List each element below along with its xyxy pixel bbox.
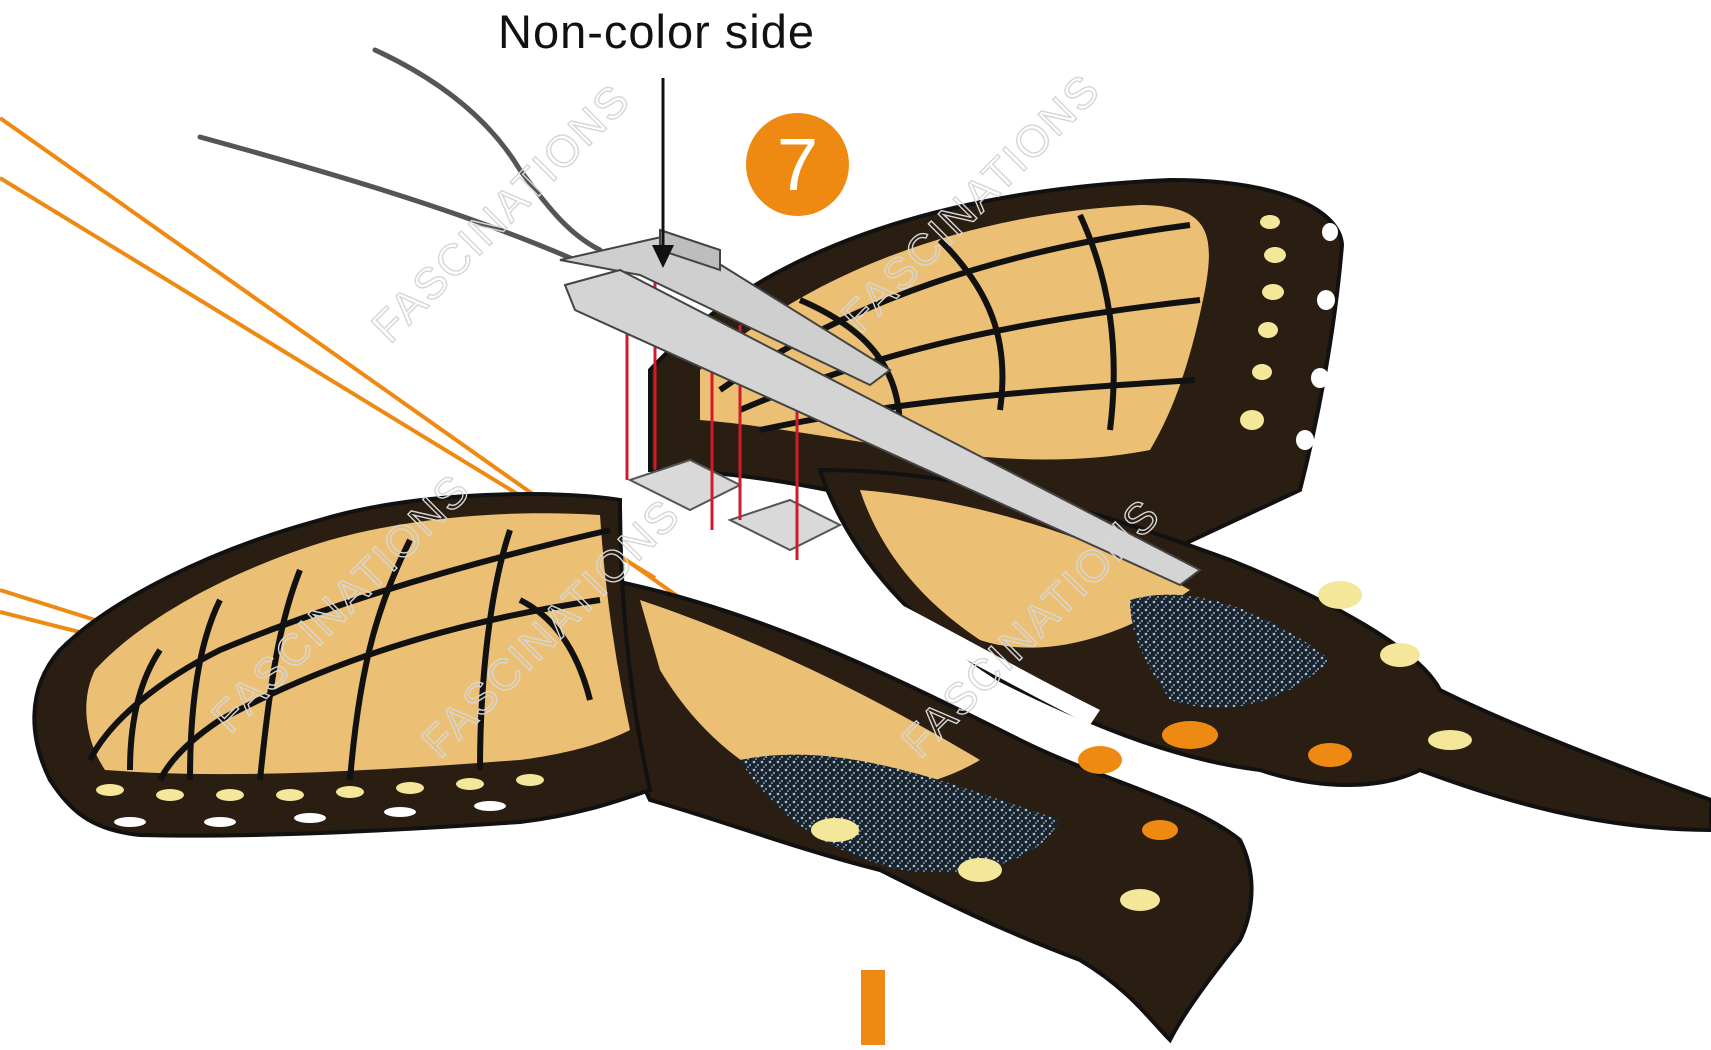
non-color-side-label: Non-color side — [498, 4, 815, 59]
step-number-badge: 7 — [746, 113, 849, 216]
step-number: 7 — [777, 122, 818, 207]
orange-tab — [861, 970, 885, 1045]
left-forewing — [34, 494, 650, 836]
